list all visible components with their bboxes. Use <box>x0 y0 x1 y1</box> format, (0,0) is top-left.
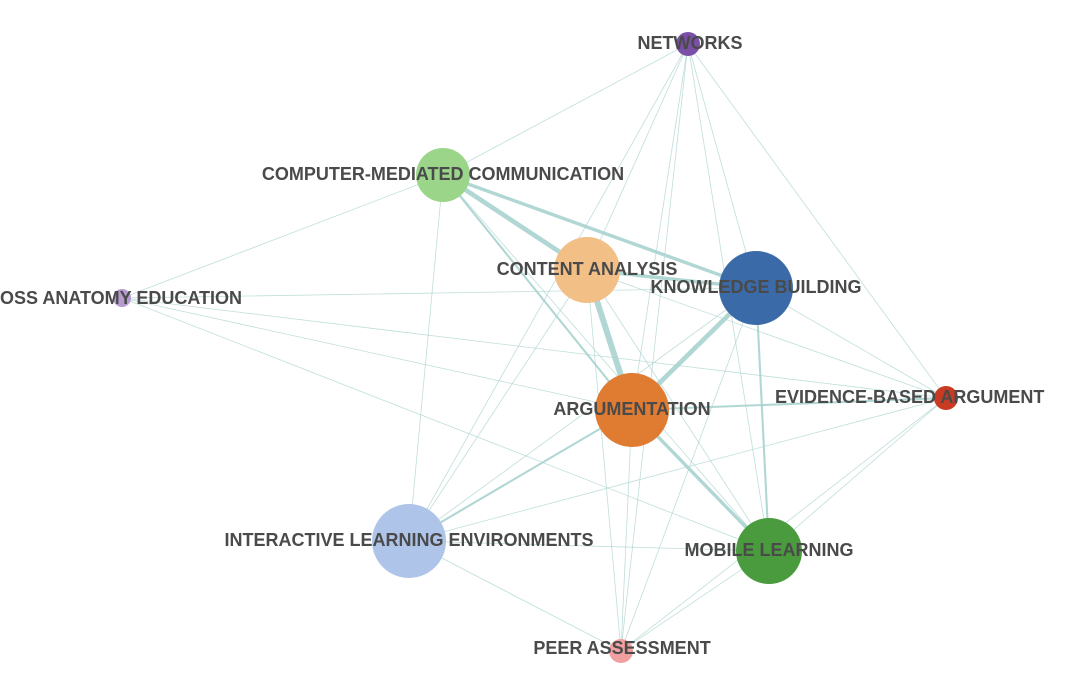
node-label-eba: EVIDENCE-BASED ARGUMENT <box>775 387 1044 407</box>
node-label-peer: PEER ASSESSMENT <box>533 638 710 658</box>
edge-content-mobile <box>586 269 770 552</box>
node-label-kb: KNOWLEDGE BUILDING <box>651 277 862 297</box>
edge-gross-eba <box>121 297 947 399</box>
edge-gross-kb <box>121 287 757 299</box>
node-peer[interactable] <box>609 639 633 663</box>
node-ile[interactable] <box>372 504 446 578</box>
edge-cmc-kb <box>441 173 758 290</box>
node-label-mobile: MOBILE LEARNING <box>685 540 854 560</box>
edge-kb-ile <box>408 287 757 542</box>
edge-networks-cmc <box>442 43 689 176</box>
node-kb[interactable] <box>719 251 793 325</box>
node-label-gross: OSS ANATOMY EDUCATION <box>0 288 242 308</box>
edge-cmc-mobile <box>442 174 770 552</box>
edge-eba-mobile <box>768 397 947 552</box>
node-mobile[interactable] <box>736 518 802 584</box>
edge-cmc-arg <box>441 173 634 412</box>
edge-kb-mobile <box>754 286 771 553</box>
edge-networks-ile <box>408 43 689 542</box>
node-gross[interactable] <box>113 289 131 307</box>
edge-arg-peer <box>620 409 633 652</box>
node-cmc[interactable] <box>416 148 470 202</box>
edge-arg-eba <box>630 396 948 412</box>
labels-layer: NETWORKS COMPUTER-MEDIATED COMMUNICATION O… <box>0 33 1044 658</box>
edge-networks-content <box>586 43 689 271</box>
node-label-arg: ARGUMENTATION <box>553 399 710 419</box>
edge-gross-mobile <box>121 297 770 552</box>
edge-eba-ile <box>408 397 947 542</box>
nodes-layer <box>113 32 958 663</box>
edge-networks-peer <box>620 43 689 652</box>
edge-content-eba <box>586 269 947 399</box>
edge-ile-peer <box>408 540 622 652</box>
node-content[interactable] <box>554 237 620 303</box>
node-label-cmc: COMPUTER-MEDIATED COMMUNICATION <box>262 164 624 184</box>
edges-layer <box>121 43 948 652</box>
node-label-ile: INTERACTIVE LEARNING ENVIRONMENTS <box>224 530 593 550</box>
edge-ile-mobile <box>408 540 770 552</box>
edge-cmc-ile <box>408 174 444 542</box>
edge-content-peer <box>586 269 622 652</box>
edge-networks-eba <box>687 43 947 399</box>
edge-networks-kb <box>687 43 757 289</box>
node-label-content: CONTENT ANALYSIS <box>497 259 678 279</box>
edge-networks-arg <box>631 43 689 411</box>
edge-arg-ile <box>407 408 634 543</box>
node-label-networks: NETWORKS <box>638 33 743 53</box>
edge-gross-arg <box>121 297 633 411</box>
node-eba[interactable] <box>934 386 958 410</box>
edge-content-ile <box>408 269 588 542</box>
edge-cmc-gross <box>121 174 444 299</box>
node-arg[interactable] <box>595 373 669 447</box>
node-networks[interactable] <box>676 32 700 56</box>
